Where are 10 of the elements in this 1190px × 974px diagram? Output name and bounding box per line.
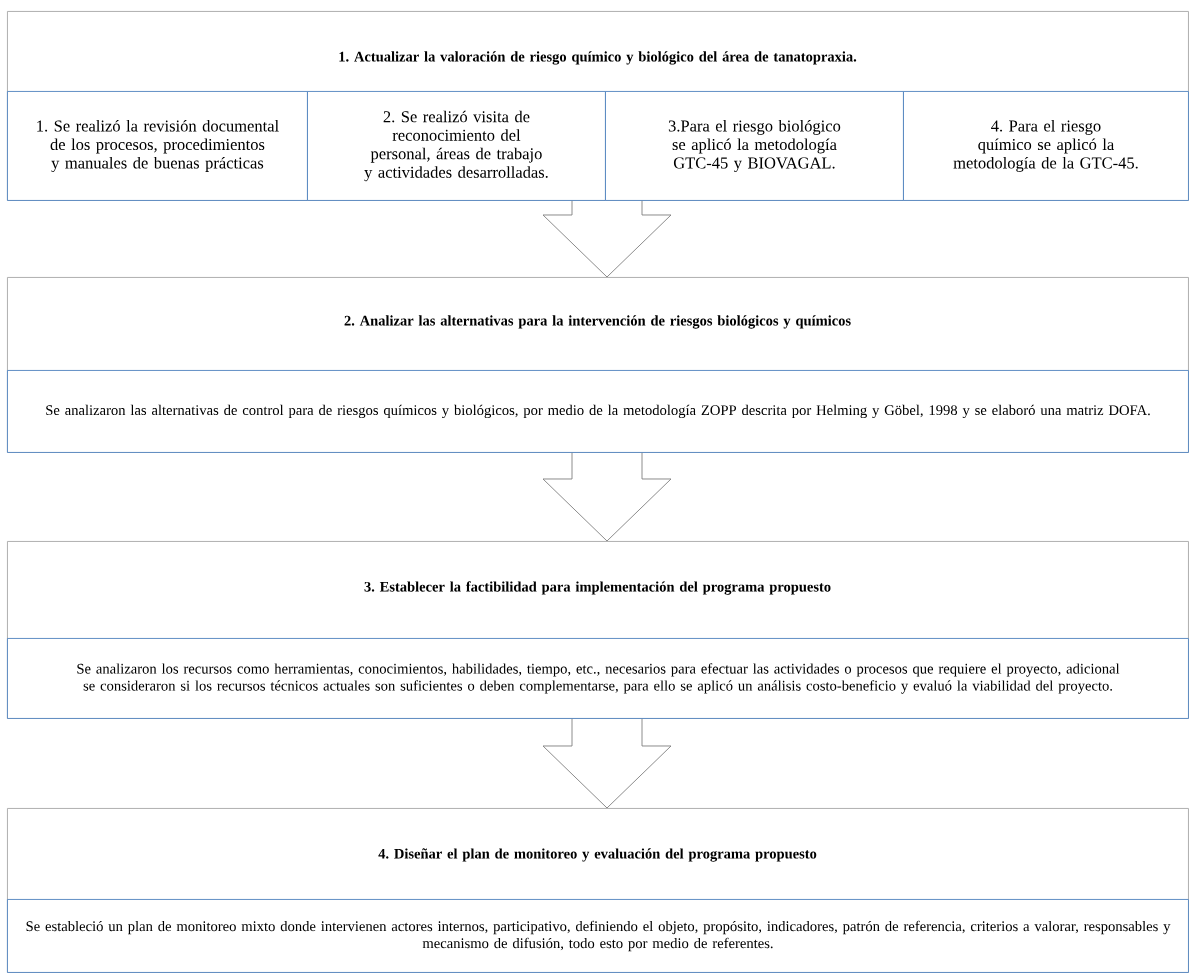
block-arrow: [542, 452, 672, 542]
task-box: 3.Para el riesgo biológico se aplicó la metodología GTC-45 y BIOVAGAL.: [605, 91, 904, 201]
task-box: 4. Para el riesgo químico se aplicó la metodología de la GTC-45.: [903, 91, 1189, 201]
block-arrow: [542, 718, 672, 809]
task-box: Se analizaron las alternativas de control para de riesgos químicos y biológicos, por medio de la metodología ZOPP descrita por Helming y Göbel, 1998 y se elaboró una matriz DOFA.: [7, 370, 1189, 453]
task-box: 1. Se realizó la revisión documental de los procesos, procedimientos y manuales de buenas prácticas: [7, 91, 308, 201]
block-arrow: [542, 200, 672, 278]
task-box: Se estableció un plan de monitoreo mixto donde intervienen actores internos, participativo, definiendo el objeto, propósito, indicadores, patrón de referencia, criterios a valorar, responsables y mecanismo de difusión, todo esto por medio de referentes.: [7, 899, 1189, 973]
task-box: 2. Se realizó visita de reconocimiento del personal, áreas de trabajo y actividades desarrolladas.: [307, 91, 606, 201]
task-box: Se analizaron los recursos como herramientas, conocimientos, habilidades, tiempo, etc., necesarios para efectuar las actividades o procesos que requiere el proyecto, adicional se consideraron si los recursos técnicos actuales son suficientes o deben complementarse, para ello se aplicó un análisis costo-beneficio y evaluó la viabilidad del proyecto.: [7, 638, 1189, 719]
